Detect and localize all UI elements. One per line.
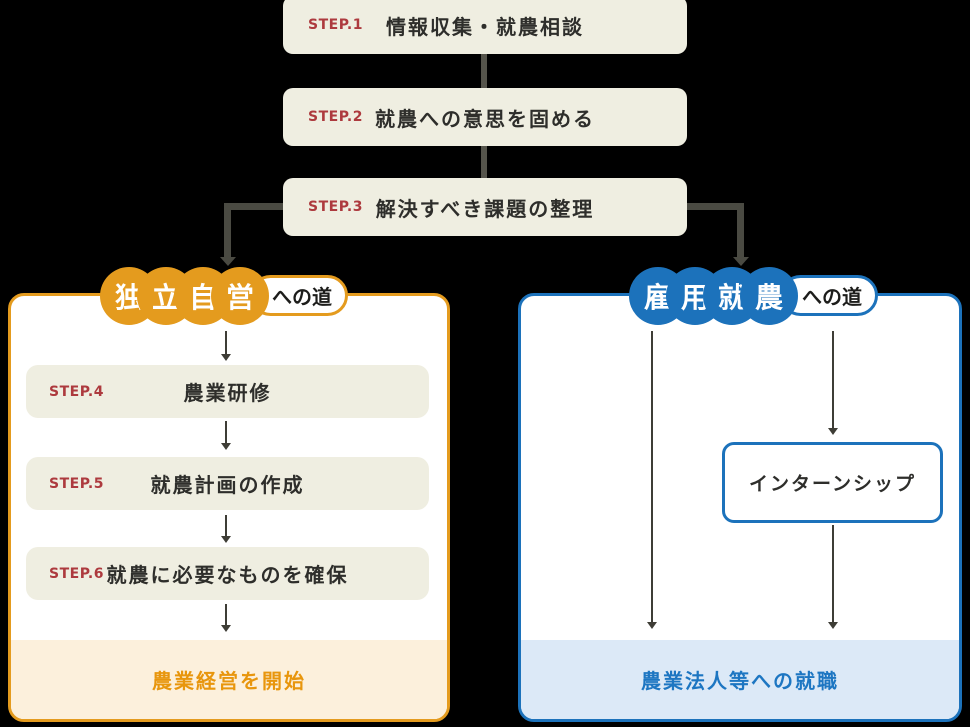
- step-5-box: STEP.5 就農計画の作成: [26, 457, 429, 510]
- arrow-down-icon: [828, 525, 838, 629]
- independent-badge-suffix-pill: への道: [250, 275, 348, 316]
- employment-outcome: 農業法人等への就職: [521, 640, 959, 719]
- arrow-down-icon: [647, 331, 657, 629]
- branch-connector-left-vertical: [224, 203, 231, 258]
- independent-badge: 独 立 自 営: [100, 267, 269, 325]
- connector-step1-step2: [481, 54, 487, 88]
- badge-char: 農: [740, 267, 798, 325]
- step-3-title: 解決すべき課題の整理: [375, 196, 595, 221]
- arrow-down-icon: [828, 331, 838, 435]
- employed-farming-panel: インターンシップ 農業法人等への就職: [518, 293, 962, 722]
- step-3-label: STEP.3: [308, 199, 363, 215]
- step-1-label: STEP.1: [308, 17, 363, 33]
- arrow-down-icon: [221, 421, 231, 450]
- independent-outcome: 農業経営を開始: [11, 640, 447, 719]
- step-6-label: STEP.6: [49, 565, 104, 582]
- step-4-label: STEP.4: [49, 383, 104, 400]
- step-6-title: 就農に必要なものを確保: [106, 563, 349, 587]
- step-2-title: 就農への意思を固める: [375, 106, 595, 131]
- arrow-down-icon: [733, 257, 749, 266]
- connector-step2-step3: [481, 146, 487, 178]
- branch-connector-left-horizontal: [224, 203, 283, 210]
- step-5-title: 就農計画の作成: [150, 473, 305, 497]
- step-1-title: 情報収集・就農相談: [386, 14, 584, 39]
- step-4-title: 農業研修: [183, 381, 272, 405]
- arrow-down-icon: [221, 515, 231, 543]
- badge-char: 営: [211, 267, 269, 325]
- step-1-box: STEP.1 情報収集・就農相談: [283, 0, 687, 54]
- employment-badge-suffix-pill: への道: [780, 275, 878, 316]
- step-3-box: STEP.3 解決すべき課題の整理: [283, 178, 687, 236]
- step-2-label: STEP.2: [308, 109, 363, 125]
- arrow-down-icon: [220, 257, 236, 266]
- step-6-box: STEP.6 就農に必要なものを確保: [26, 547, 429, 600]
- independent-farming-panel: STEP.4 農業研修 STEP.5 就農計画の作成 STEP.6 就農に必要な…: [8, 293, 450, 722]
- employment-badge: 雇 用 就 農: [629, 267, 798, 325]
- arrow-down-icon: [221, 331, 231, 361]
- step-5-label: STEP.5: [49, 475, 104, 492]
- internship-box: インターンシップ: [722, 442, 943, 523]
- arrow-down-icon: [221, 604, 231, 632]
- step-2-box: STEP.2 就農への意思を固める: [283, 88, 687, 146]
- step-4-box: STEP.4 農業研修: [26, 365, 429, 418]
- branch-connector-right-vertical: [737, 203, 744, 258]
- branch-connector-right-horizontal: [687, 203, 744, 210]
